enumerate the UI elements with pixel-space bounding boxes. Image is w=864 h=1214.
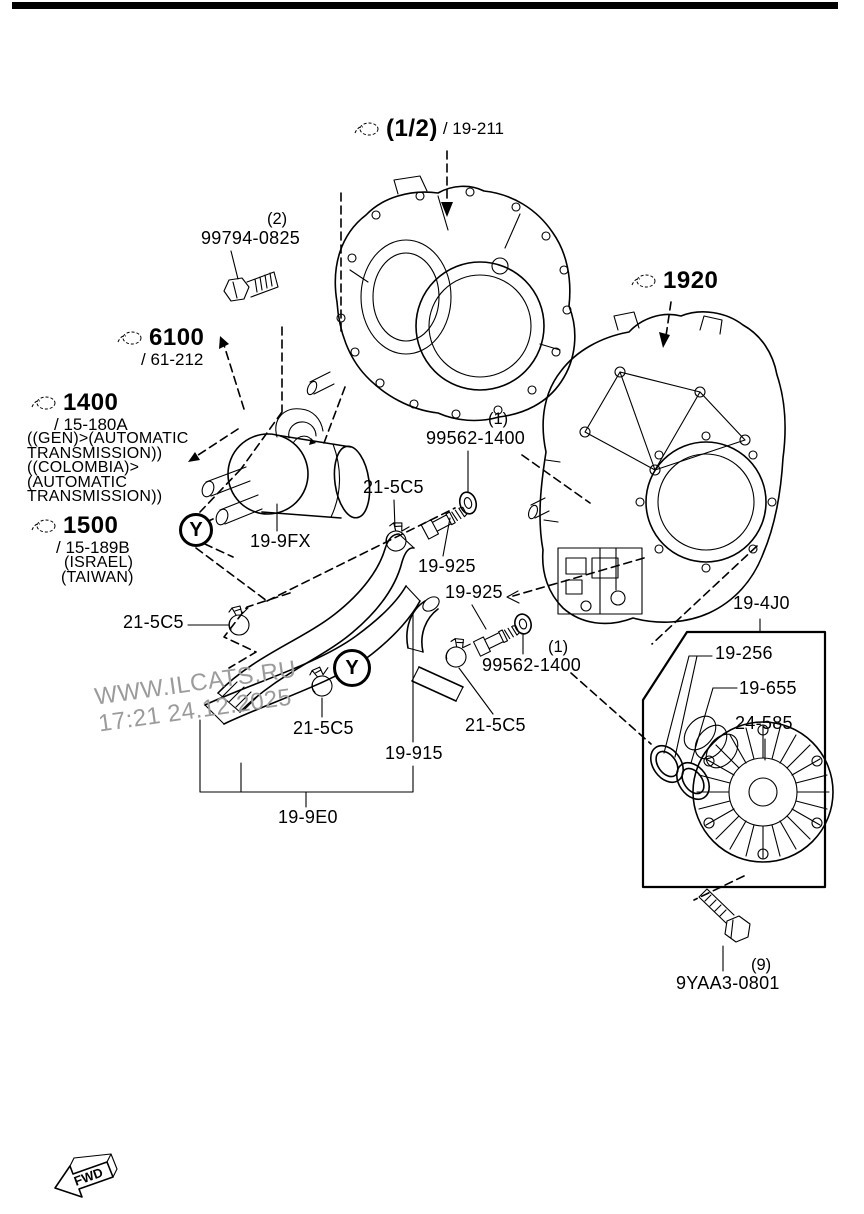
part-21-5c5-left[interactable]: 21-5C5 — [123, 612, 184, 632]
part-19-9fx[interactable]: 19-9FX — [250, 531, 311, 551]
part-24-585[interactable]: 24-585 — [735, 713, 793, 733]
part-19-925-b[interactable]: 19-925 — [445, 582, 503, 602]
ref-15-189b-section: / 15-189B — [56, 538, 130, 557]
oil-cooler-drawing — [201, 408, 371, 526]
ref-61-212-section: / 61-212 — [141, 350, 204, 369]
clutch-housing-drawing — [306, 175, 576, 422]
y-marker-1: Y — [179, 513, 213, 547]
ref-61-212[interactable]: 6100 — [116, 325, 204, 350]
part-21-5c5-top[interactable]: 21-5C5 — [363, 477, 424, 497]
group-box-19-4j0 — [641, 630, 827, 889]
transaxle-case-drawing — [527, 311, 786, 625]
part-9yaa3-0801[interactable]: 9YAA3-0801 — [676, 973, 780, 993]
torque-converter-drawing — [683, 715, 834, 863]
joint-bolt-b-drawing — [472, 625, 520, 657]
hand-pointer-icon — [117, 331, 142, 345]
ref-19-211[interactable]: (1/2) / 19-211 — [353, 116, 504, 141]
leader-lines — [187, 250, 766, 972]
part-19-9e0[interactable]: 19-9E0 — [278, 807, 338, 827]
ref-section: / 19-211 — [442, 118, 504, 138]
hand-pointer-icon — [631, 274, 656, 288]
qty-99562-a: (1) — [488, 410, 509, 428]
top-divider-bar — [12, 2, 838, 9]
bolt-rear-drawing — [698, 888, 751, 943]
part-19-925-a[interactable]: 19-925 — [418, 556, 476, 576]
part-19-256[interactable]: 19-256 — [715, 643, 773, 663]
note-line: ((GEN)>(AUTOMATIC — [27, 430, 189, 447]
note-line: TRANSMISSION)) — [27, 488, 163, 506]
ref-count: (1/2) — [386, 115, 438, 142]
ref-code: 1400 — [63, 389, 119, 416]
bolt-top-drawing — [223, 271, 279, 302]
part-19-655[interactable]: 19-655 — [739, 678, 797, 698]
part-21-5c5-bottom[interactable]: 21-5C5 — [293, 718, 354, 738]
ref-15-189b[interactable]: 1500 — [30, 513, 118, 538]
note-taiwan: (TAIWAN) — [61, 569, 134, 586]
note-israel: (ISRAEL) — [64, 554, 134, 571]
hand-pointer-icon — [354, 122, 379, 136]
ref-1920[interactable]: 1920 — [630, 268, 718, 293]
fwd-arrow: FWD — [54, 1153, 118, 1198]
ref-15-180a[interactable]: 1400 — [30, 390, 118, 415]
ref-code: 1920 — [663, 267, 719, 294]
note-line: ((COLOMBIA)> — [27, 459, 140, 477]
qty-99794: (2) — [267, 210, 288, 228]
ref-15-180a-notes: ((GEN)>(AUTOMATIC TRANSMISSION)) ((COLOM… — [27, 430, 189, 506]
part-19-915[interactable]: 19-915 — [385, 743, 443, 763]
ref-15-180a-section: / 15-180A — [54, 415, 128, 434]
hand-pointer-icon — [31, 519, 56, 533]
part-21-5c5-right[interactable]: 21-5C5 — [465, 715, 526, 735]
part-99562-1400-a[interactable]: 99562-1400 — [426, 428, 526, 448]
oring-drawings — [649, 744, 711, 801]
part-19-4j0[interactable]: 19-4J0 — [733, 593, 790, 613]
y-marker-2: Y — [333, 649, 371, 687]
ref-code: 1500 — [63, 512, 119, 539]
hand-pointer-icon — [31, 396, 56, 410]
note-line: TRANSMISSION)) — [27, 444, 163, 462]
washer-a-drawing — [458, 491, 478, 515]
part-99794-0825[interactable]: 99794-0825 — [201, 228, 301, 248]
part-99562-1400-b[interactable]: 99562-1400 — [482, 655, 582, 675]
joint-bolt-a-drawing — [420, 506, 468, 540]
ref-code: 6100 — [149, 324, 205, 351]
qty-9yaa3: (9) — [751, 956, 772, 974]
qty-99562-b: (1) — [548, 638, 569, 656]
washer-b-drawing — [514, 613, 532, 635]
note-line: (AUTOMATIC — [27, 473, 128, 491]
